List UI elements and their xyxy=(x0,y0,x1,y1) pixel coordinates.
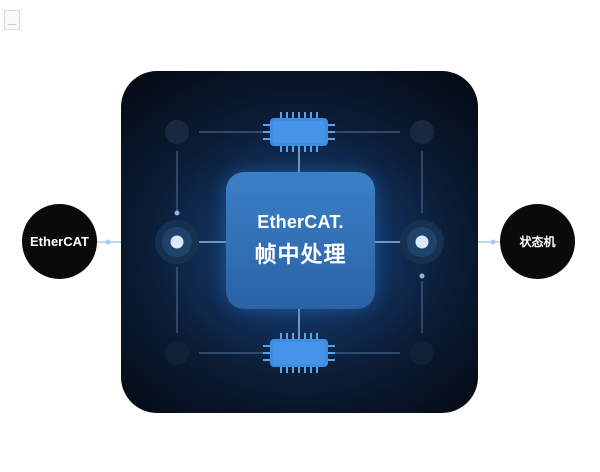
corner-node-bottom-right xyxy=(410,341,434,365)
corner-node-bottom-left xyxy=(165,341,189,365)
processor-subtitle: 帧中处理 xyxy=(254,243,347,268)
left-port-node xyxy=(155,220,199,264)
trace-dot-left xyxy=(174,210,180,216)
link-left-dot xyxy=(105,239,111,245)
processor-title: EtherCAT. xyxy=(257,212,344,232)
board-circuit xyxy=(155,112,444,373)
right-port-node xyxy=(400,220,444,264)
state-machine-node-label: 状态机 xyxy=(519,235,556,249)
corner-node-top-left xyxy=(165,120,189,144)
frame-processor-block: EtherCAT. 帧中处理 xyxy=(226,172,375,309)
ethercat-node-label: EtherCAT xyxy=(30,234,89,249)
ethercat-input-node: EtherCAT xyxy=(22,204,97,279)
corner-node-top-right xyxy=(410,120,434,144)
link-right-dot xyxy=(490,239,496,245)
state-machine-node: 状态机 xyxy=(500,204,575,279)
chip-icon xyxy=(263,333,335,373)
chip-icon xyxy=(263,112,335,152)
document-icon xyxy=(4,10,20,30)
trace-dot-right xyxy=(419,273,425,279)
